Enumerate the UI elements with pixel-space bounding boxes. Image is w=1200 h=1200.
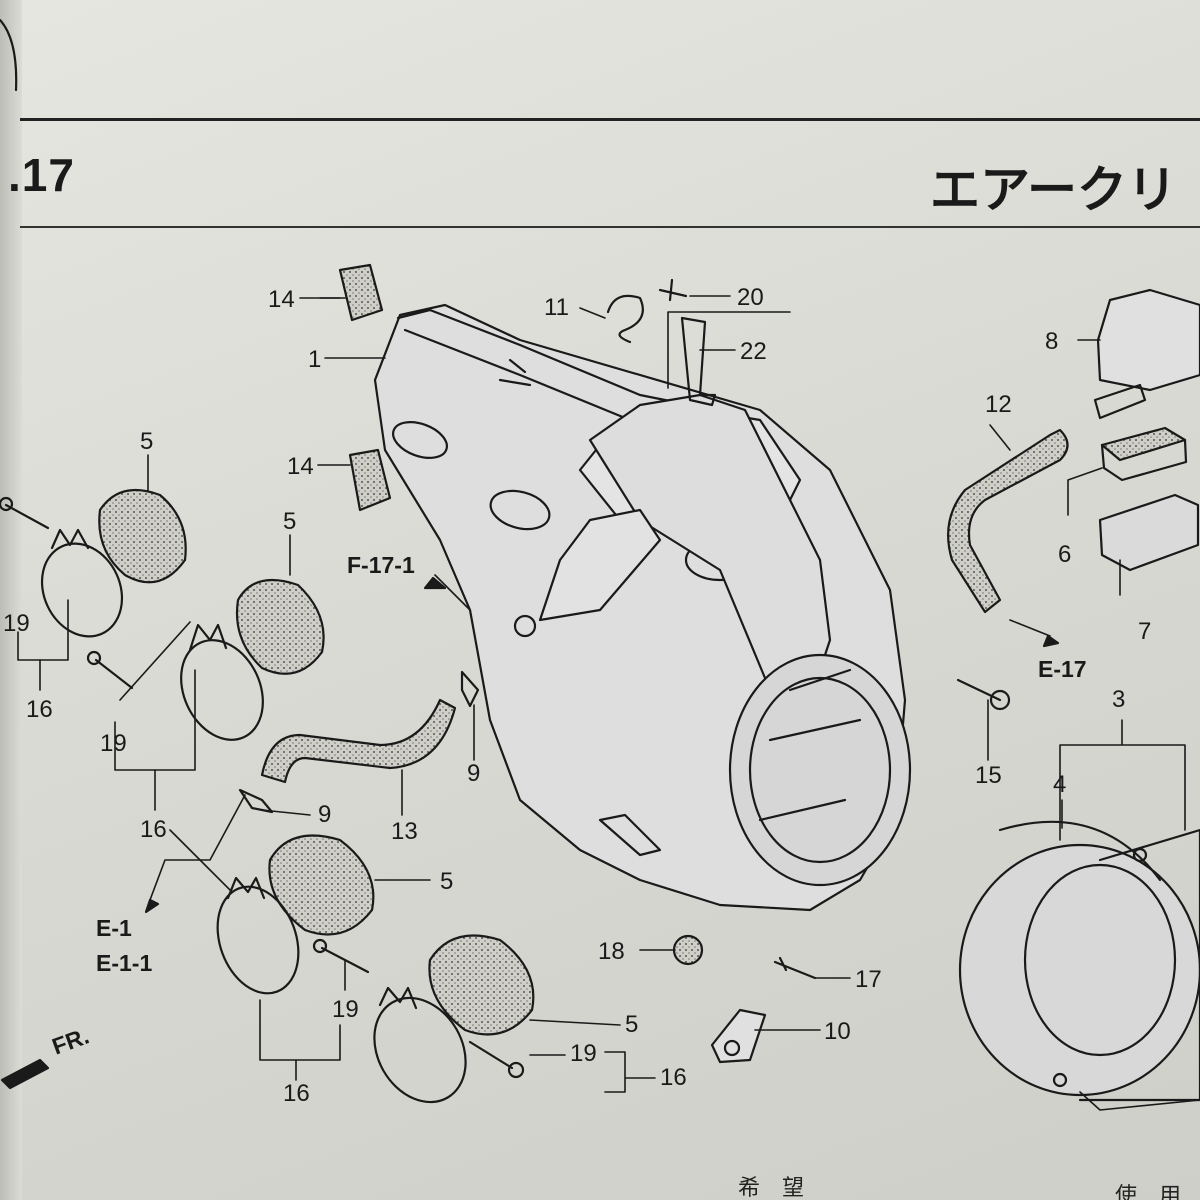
band-clamps [40, 528, 467, 1104]
part-label-20: 20 [737, 284, 764, 311]
part-label-12: 12 [985, 391, 1012, 418]
part-label-15: 15 [975, 762, 1002, 789]
filter-cover [1098, 493, 1200, 572]
grommet [672, 934, 704, 966]
part-label-13: 13 [391, 818, 418, 845]
tapping-screw [658, 278, 688, 302]
air-cleaner-housing [373, 303, 912, 912]
part-label-14-lower: 14 [287, 453, 314, 480]
section-title: エアークリ [930, 161, 1177, 219]
foam-block-upper [338, 263, 384, 322]
part-label-19-c: 19 [332, 996, 359, 1023]
part-label-10: 10 [824, 1018, 851, 1045]
footer-shiyou: 使 用 [1115, 1184, 1182, 1200]
part-label-19-a: 19 [3, 610, 30, 637]
stay-bracket [680, 316, 717, 407]
rubber-sleeves [98, 488, 535, 1036]
drain-tube [710, 1008, 767, 1064]
ref-f-17-1: F-17-1 [347, 552, 415, 578]
wire-clip [606, 294, 644, 344]
part-label-16-b: 16 [140, 816, 167, 843]
part-label-18: 18 [598, 938, 625, 965]
foam-block-lower [348, 448, 392, 512]
part-label-22: 22 [740, 338, 767, 365]
part-label-16-a: 16 [26, 696, 53, 723]
part-label-19-b: 19 [100, 730, 127, 757]
ref-e-1-1: E-1-1 [96, 950, 153, 976]
mount-bolt [956, 678, 1002, 702]
part-label-9-b: 9 [318, 801, 332, 828]
top-rule [20, 118, 1200, 121]
part-label-16-c: 16 [283, 1080, 310, 1107]
part-label-16-d: 16 [660, 1064, 687, 1091]
part-label-9-a: 9 [467, 760, 481, 787]
part-label-17: 17 [855, 966, 882, 993]
part-label-5-d: 5 [625, 1011, 639, 1038]
ref-e-17: E-17 [1038, 656, 1087, 682]
ref-e-1: E-1 [96, 915, 132, 941]
part-label-5-b: 5 [283, 508, 297, 535]
cropped-edge-line [0, 18, 18, 92]
retaining-pin [773, 956, 817, 980]
part-label-14-upper: 14 [268, 286, 295, 313]
hose-clip-upper [460, 670, 480, 708]
section-number: .17 [8, 149, 75, 201]
part-label-1: 1 [308, 346, 322, 373]
sensor-housing [1096, 288, 1200, 392]
hose-clip-lower [238, 788, 274, 814]
intake-duct [958, 828, 1200, 1102]
duct-o-ring [998, 820, 1162, 882]
part-label-4: 4 [1053, 771, 1067, 798]
part-label-5-c: 5 [440, 868, 454, 895]
reference-arrows [0, 576, 1060, 1090]
header-rule [20, 226, 1200, 228]
leader-lines [17, 295, 1200, 1111]
page-binding-edge [0, 0, 22, 1200]
part-label-7: 7 [1138, 618, 1152, 645]
breather-hose [947, 428, 1069, 614]
part-label-3: 3 [1112, 686, 1126, 713]
footer-kibou: 希 望 [738, 1176, 805, 1200]
filter-pad [1100, 426, 1187, 462]
part-label-8: 8 [1045, 328, 1059, 355]
part-label-11: 11 [544, 294, 569, 321]
part-label-5-a: 5 [140, 428, 154, 455]
part-label-19-d: 19 [570, 1040, 597, 1067]
drain-hose [260, 698, 457, 784]
part-label-6: 6 [1058, 541, 1072, 568]
